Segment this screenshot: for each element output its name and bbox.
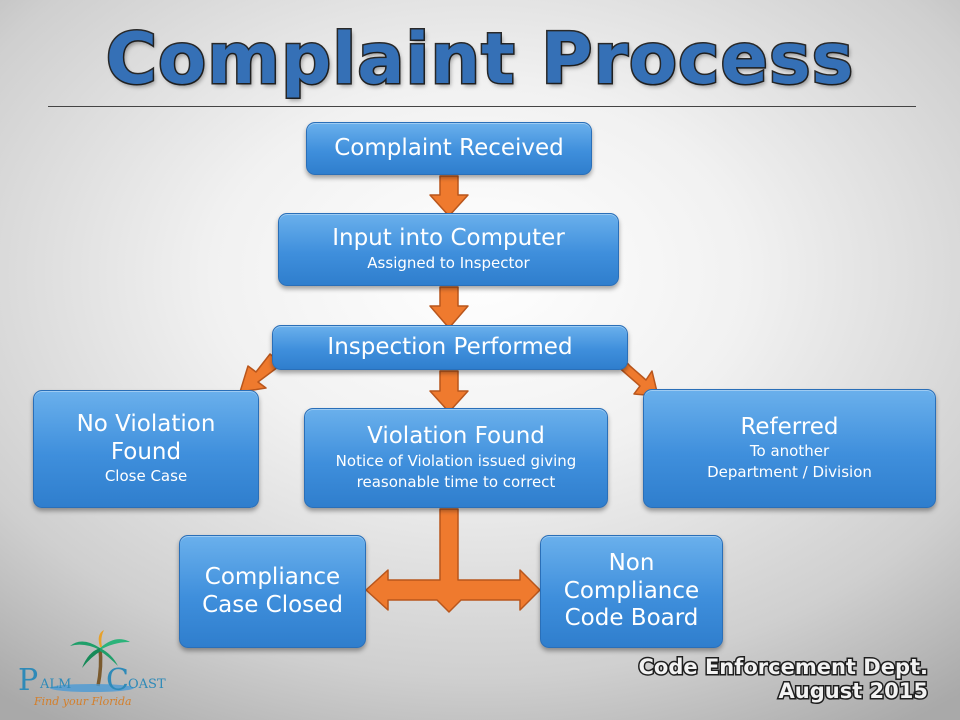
node-subtitle-line2: Department / Division bbox=[707, 463, 872, 482]
arrow-inspection-to-violation bbox=[429, 370, 469, 413]
node-title: Complaint Received bbox=[334, 134, 564, 161]
logo-name-part2: OAST bbox=[128, 677, 166, 692]
arrow-violation-split bbox=[365, 508, 541, 613]
logo-initial-c: C bbox=[106, 663, 129, 698]
node-title: Inspection Performed bbox=[327, 333, 573, 360]
footer-credit: Code Enforcement Dept. August 2015 bbox=[637, 653, 929, 705]
node-referred: Referred To another Department / Divisio… bbox=[643, 389, 936, 508]
node-line1: Compliance bbox=[204, 563, 341, 590]
arrow-inspection-to-no-violation bbox=[239, 353, 283, 393]
footer-line2: August 2015 bbox=[777, 678, 929, 705]
node-line2: Case Closed bbox=[202, 591, 343, 618]
node-no-violation-found: No Violation Found Close Case bbox=[33, 390, 259, 508]
node-title-line2: Found bbox=[110, 438, 182, 465]
node-input-into-computer: Input into Computer Assigned to Inspecto… bbox=[278, 213, 619, 286]
node-subtitle-line1: To another bbox=[749, 442, 830, 461]
node-inspection-performed: Inspection Performed bbox=[272, 325, 628, 370]
node-violation-found: Violation Found Notice of Violation issu… bbox=[304, 408, 608, 508]
palm-coast-logo: P ALM C OAST Find your Florida bbox=[18, 630, 166, 708]
node-line3: Code Board bbox=[564, 605, 699, 632]
node-non-compliance-code-board: Non Compliance Code Board bbox=[540, 535, 723, 648]
node-title: Input into Computer bbox=[332, 225, 565, 252]
node-subtitle: Assigned to Inspector bbox=[367, 253, 530, 272]
node-line1: Non bbox=[608, 550, 655, 577]
node-title: Referred bbox=[740, 413, 839, 440]
node-line2: Compliance bbox=[563, 577, 700, 604]
palm-tree-icon bbox=[70, 630, 130, 687]
node-subtitle-line1: Notice of Violation issued giving bbox=[335, 451, 577, 470]
node-subtitle: Close Case bbox=[104, 467, 188, 486]
node-title-line1: No Violation bbox=[76, 410, 216, 437]
node-compliance-case-closed: Compliance Case Closed bbox=[179, 535, 366, 648]
arrow-received-to-input bbox=[429, 175, 469, 217]
page-title: Complaint Process bbox=[104, 17, 855, 102]
title-divider bbox=[48, 106, 916, 107]
arrow-input-to-inspection bbox=[429, 286, 469, 329]
node-subtitle-line2: reasonable time to correct bbox=[356, 472, 556, 491]
logo-tagline: Find your Florida bbox=[33, 695, 132, 708]
logo-name-part1: ALM bbox=[39, 677, 71, 692]
node-complaint-received: Complaint Received bbox=[306, 122, 592, 175]
footer-line1: Code Enforcement Dept. bbox=[637, 653, 929, 680]
logo-initial-p: P bbox=[18, 663, 38, 698]
node-title: Violation Found bbox=[367, 423, 545, 450]
